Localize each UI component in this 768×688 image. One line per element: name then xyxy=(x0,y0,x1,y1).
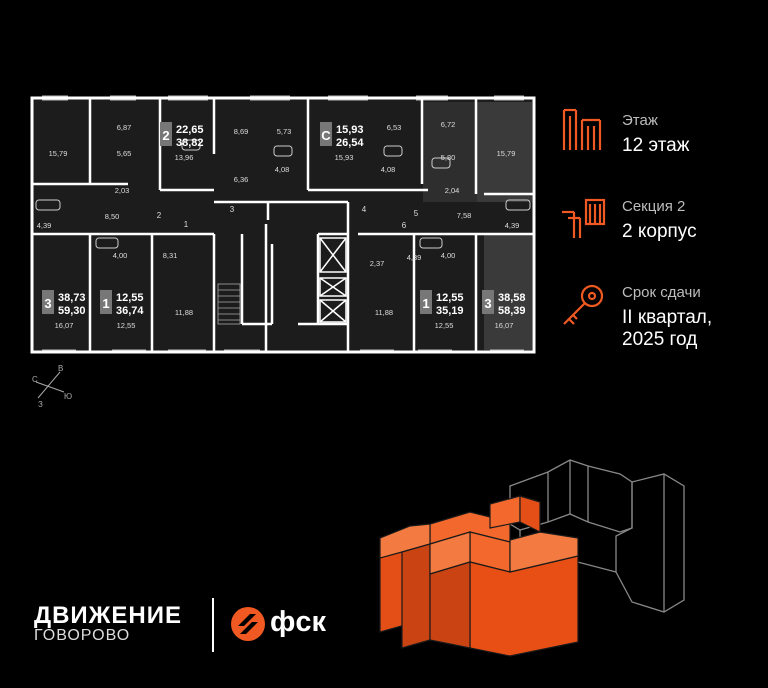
floor-plan: 2 22,65 38,82 С 15,93 26,54 3 38,73 59,3… xyxy=(28,94,538,356)
room-area: 15,79 xyxy=(49,149,68,158)
developer-name: фск xyxy=(270,606,327,638)
apt-area-living: 22,65 xyxy=(176,124,204,136)
apt-area-living: 12,55 xyxy=(116,292,144,304)
corridor-mark: 5 xyxy=(414,209,419,218)
room-area: 8,31 xyxy=(163,251,178,260)
corridor-mark: 2 xyxy=(157,211,162,220)
room-area: 8,69 xyxy=(234,127,249,136)
room-area: 7,58 xyxy=(457,211,472,220)
key-icon xyxy=(563,284,604,325)
room-area: 8,50 xyxy=(105,212,120,221)
brand-sub: ГОВОРОВО xyxy=(34,627,131,644)
room-area: 6,87 xyxy=(117,123,132,132)
compass-icon: С В Ю З xyxy=(32,364,72,408)
room-area: 4,08 xyxy=(381,165,396,174)
room-area: 4,39 xyxy=(505,221,520,230)
delivery-label: Срок сдачи xyxy=(622,284,701,301)
room-area: 11,88 xyxy=(175,308,193,317)
compass-n: С xyxy=(32,375,38,384)
room-area: 6,53 xyxy=(387,123,402,132)
room-area: 12,55 xyxy=(117,321,136,330)
corridor-mark: 4 xyxy=(362,205,367,214)
delivery-value-2: 2025 год xyxy=(622,329,698,350)
room-area: 5,80 xyxy=(441,153,456,162)
apt-area-total: 36,74 xyxy=(116,305,144,317)
apt-area-total: 38,82 xyxy=(176,137,204,149)
apt-area-total: 58,39 xyxy=(498,305,526,317)
section-info: Секция 2 2 корпус xyxy=(622,198,697,243)
room-area: 5,65 xyxy=(117,149,132,158)
room-area: 16,07 xyxy=(495,321,514,330)
apt-rooms: 3 xyxy=(44,296,51,311)
section-label: Секция 2 xyxy=(622,198,686,215)
building-schematic xyxy=(379,459,685,657)
compass-s: Ю xyxy=(64,392,72,401)
brand-name: ДВИЖЕНИЕ xyxy=(34,602,182,629)
room-area: 13,96 xyxy=(175,153,194,162)
corridor-mark: 1 xyxy=(184,220,189,229)
apt-rooms: С xyxy=(321,128,331,143)
floor-value: 12 этаж xyxy=(622,135,690,156)
room-area: 4,39 xyxy=(37,221,52,230)
apt-area-living: 38,73 xyxy=(58,292,86,304)
compass-w: З xyxy=(38,400,43,408)
room-area: 12,55 xyxy=(435,321,454,330)
apt-rooms: 3 xyxy=(484,296,491,311)
room-area: 4,39 xyxy=(407,253,422,262)
room-area: 6,36 xyxy=(234,175,249,184)
apt-badge xyxy=(160,122,172,146)
room-area: 5,73 xyxy=(277,127,292,136)
compass-e: В xyxy=(58,364,63,373)
corridor-mark: 3 xyxy=(230,205,235,214)
room-area: 4,08 xyxy=(275,165,290,174)
apt-rooms: 1 xyxy=(102,296,109,311)
corridor-mark: 6 xyxy=(402,221,407,230)
room-area: 15,93 xyxy=(335,153,354,162)
room-area: 4,00 xyxy=(441,251,456,260)
apt-rooms: 1 xyxy=(422,296,429,311)
apt-area-living: 38,58 xyxy=(498,292,526,304)
room-area: 6,72 xyxy=(441,120,456,129)
apt-area-living: 12,55 xyxy=(436,292,464,304)
section-icon xyxy=(562,198,606,238)
fsk-logo-icon xyxy=(231,607,265,641)
apt-area-total: 35,19 xyxy=(436,305,464,317)
delivery-info: Срок сдачи II квартал, 2025 год xyxy=(622,284,712,351)
room-area: 4,00 xyxy=(113,251,128,260)
floor-label: Этаж xyxy=(622,112,658,129)
floor-plan-drawing: 2 22,65 38,82 С 15,93 26,54 3 38,73 59,3… xyxy=(30,95,536,354)
room-area: 11,88 xyxy=(375,308,393,317)
room-area: 2,37 xyxy=(370,259,385,268)
delivery-value-1: II квартал, xyxy=(622,307,713,328)
apt-rooms: 2 xyxy=(162,128,169,143)
section-value: 2 корпус xyxy=(622,221,697,242)
apt-area-total: 59,30 xyxy=(58,305,86,317)
apt-area-total: 26,54 xyxy=(336,137,364,149)
room-area: 15,79 xyxy=(497,149,516,158)
floor-info: Этаж 12 этаж xyxy=(622,112,689,157)
floor-icon xyxy=(562,108,602,150)
room-area: 16,07 xyxy=(55,321,74,330)
room-area: 2,03 xyxy=(115,186,130,195)
brand-divider xyxy=(212,598,214,652)
room-area: 2,04 xyxy=(445,186,460,195)
apt-area-living: 15,93 xyxy=(336,124,364,136)
